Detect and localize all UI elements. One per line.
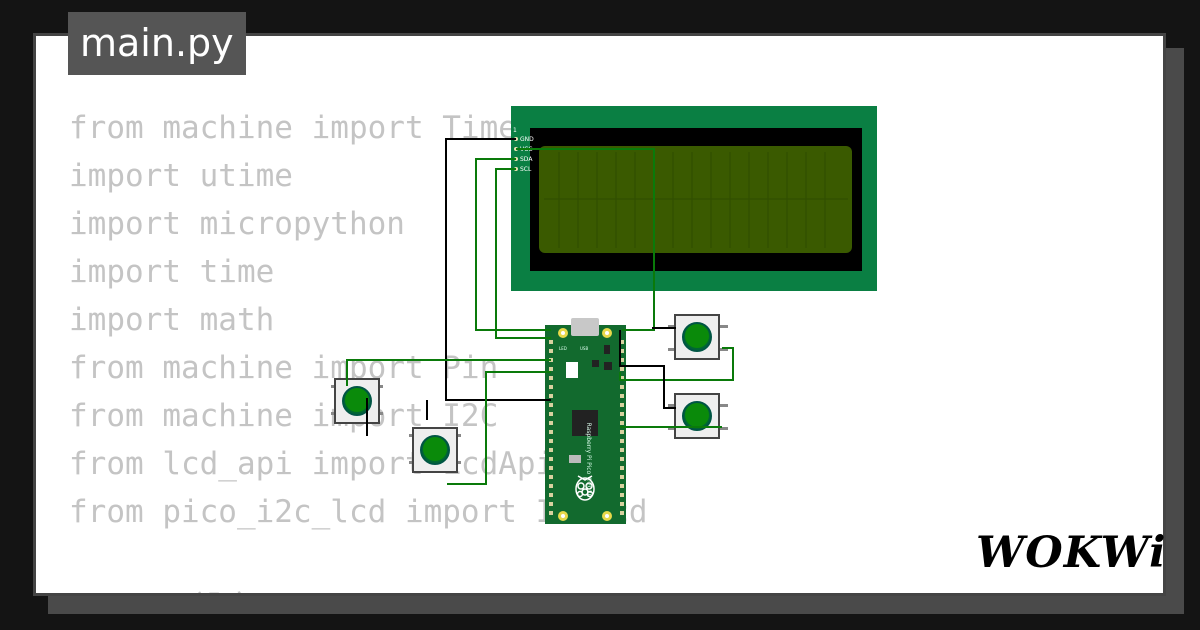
pico-pin (549, 412, 553, 416)
push-button-left[interactable] (331, 378, 383, 424)
pico-board-label: Raspberry Pi Pico ©2020 (585, 423, 592, 498)
wire-signal (475, 158, 551, 331)
pico-pin (549, 394, 553, 398)
wokwi-logo: WOKWi (976, 528, 1167, 578)
pico-pin (620, 493, 624, 497)
pico-pin (549, 421, 553, 425)
raspberry-logo-icon (575, 475, 595, 501)
pico-pin (620, 367, 624, 371)
pico-pin (620, 511, 624, 515)
pico-pin (620, 484, 624, 488)
code-line: # LCDの設定 (69, 584, 648, 593)
pico-pin (620, 394, 624, 398)
pico-usb-label: USB (580, 346, 588, 351)
wire-signal (619, 347, 734, 381)
pico-pin (620, 376, 624, 380)
pico-pin (549, 466, 553, 470)
code-line: import time (69, 254, 275, 290)
lcd-pin-label: SDA (520, 156, 533, 163)
pico-pin (549, 403, 553, 407)
pico-pin (620, 403, 624, 407)
pico-pin (549, 448, 553, 452)
pico-pin (549, 430, 553, 434)
pico-pin (549, 457, 553, 461)
push-button-bottom[interactable] (409, 427, 461, 473)
usb-port-icon (571, 318, 599, 336)
wire-signal (495, 168, 551, 339)
wire-signal (346, 359, 551, 386)
wire-signal (447, 371, 551, 485)
pico-pin (549, 439, 553, 443)
pico-pin (620, 358, 624, 362)
pico-pin (620, 475, 624, 479)
pico-pin (620, 385, 624, 389)
file-tab[interactable]: main.py (68, 12, 246, 75)
pico-led-label: LED (559, 346, 567, 351)
pico-pin (620, 412, 624, 416)
pico-pin (549, 367, 553, 371)
pico-pin (620, 421, 624, 425)
pico-pin (620, 439, 624, 443)
push-button-right-bottom[interactable] (668, 393, 728, 439)
wires (346, 138, 734, 485)
pico-pin (549, 493, 553, 497)
code-line: import utime (69, 158, 293, 194)
pico-pin (620, 466, 624, 470)
pico-pin (549, 385, 553, 389)
pico-pin (549, 511, 553, 515)
pico-pin (549, 349, 553, 353)
push-button-right-top[interactable] (668, 314, 728, 360)
lcd-display[interactable]: 1 GND VCC SDA SCL (511, 106, 877, 291)
lcd-pin-one-marker: 1 (513, 127, 517, 134)
lcd-pin-label: SCL (520, 166, 532, 173)
wire-ground (445, 138, 551, 401)
pico-pin (620, 457, 624, 461)
wire-ground (619, 330, 676, 409)
code-line: from machine import Pin (69, 350, 499, 386)
pico-pin (620, 349, 624, 353)
pico-pin (549, 502, 553, 506)
pico-pin (549, 484, 553, 488)
raspberry-pi-pico[interactable]: LED USB Raspberry Pi Pico ©2020 (545, 318, 626, 524)
code-line: import micropython (69, 206, 405, 242)
pico-pin (620, 430, 624, 434)
pico-pin (620, 448, 624, 452)
pico-pin (549, 376, 553, 380)
pico-pin (620, 502, 624, 506)
code-line: import math (69, 302, 275, 338)
wire-signal (516, 148, 655, 331)
lcd-pin-label: GND (520, 136, 534, 143)
pico-pin (620, 340, 624, 344)
pico-pin (549, 475, 553, 479)
pico-pin (549, 340, 553, 344)
